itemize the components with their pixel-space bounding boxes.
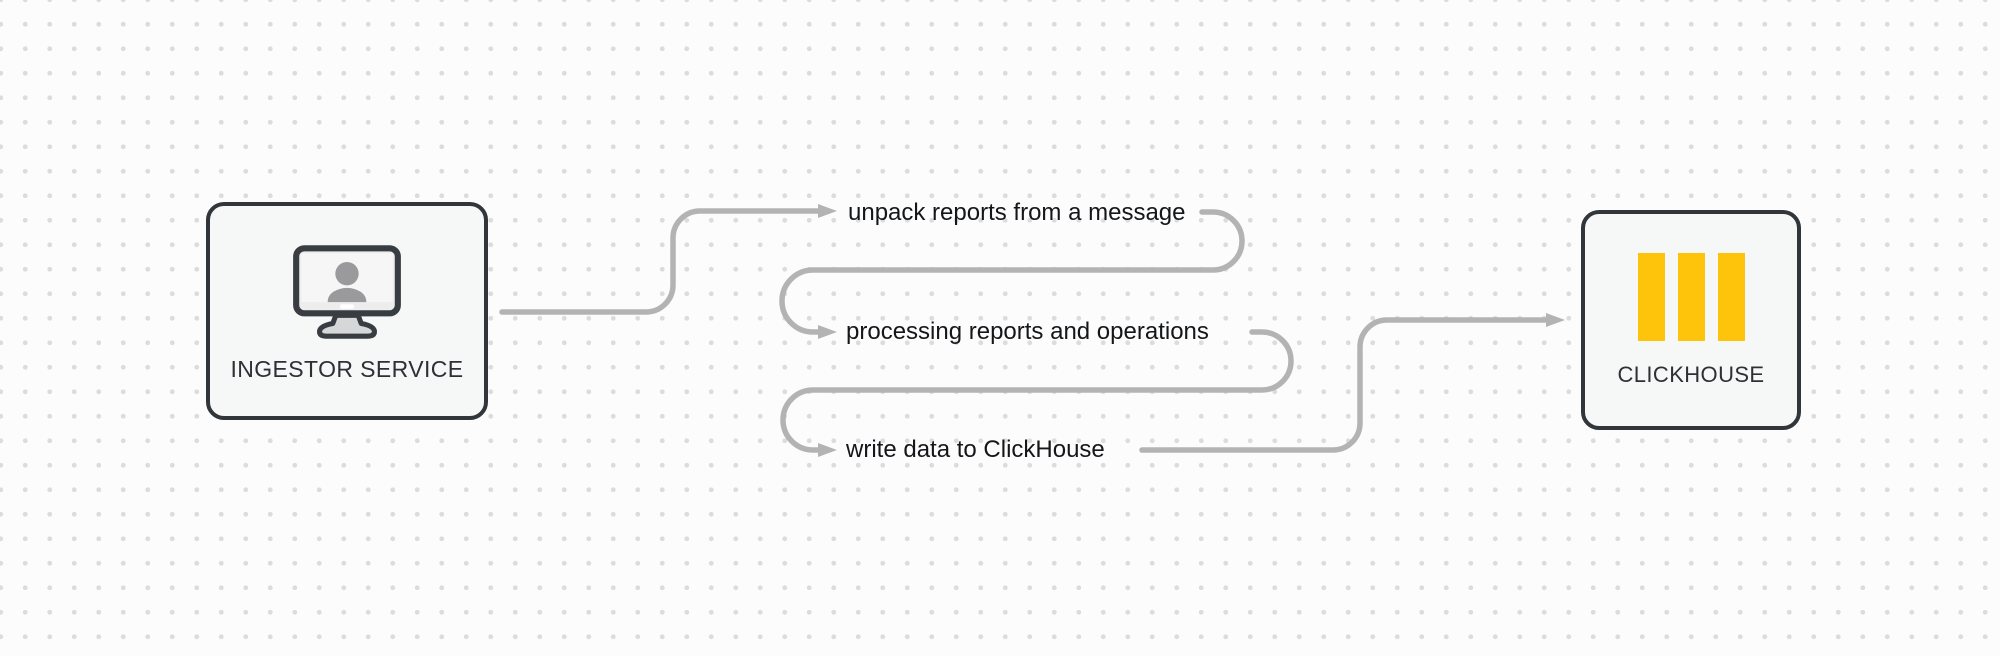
node-ingestor-service: INGESTOR SERVICE <box>206 202 488 420</box>
ingestor-service-label: INGESTOR SERVICE <box>230 355 464 382</box>
step-label-write-data: write data to ClickHouse <box>846 436 1105 463</box>
clickhouse-bars-icon <box>1637 253 1745 341</box>
monitor-user-icon <box>293 244 401 339</box>
node-clickhouse: CLICKHOUSE <box>1581 210 1801 430</box>
clickhouse-label: CLICKHOUSE <box>1617 362 1765 387</box>
connector-step1-to-step2 <box>779 209 1245 339</box>
connector-ingestor-to-step1 <box>499 204 837 315</box>
monitor-stand <box>317 312 377 339</box>
step-label-processing-reports: processing reports and operations <box>846 318 1209 345</box>
person-silhouette-icon <box>327 261 367 302</box>
step-label-unpack-reports: unpack reports from a message <box>848 199 1186 226</box>
